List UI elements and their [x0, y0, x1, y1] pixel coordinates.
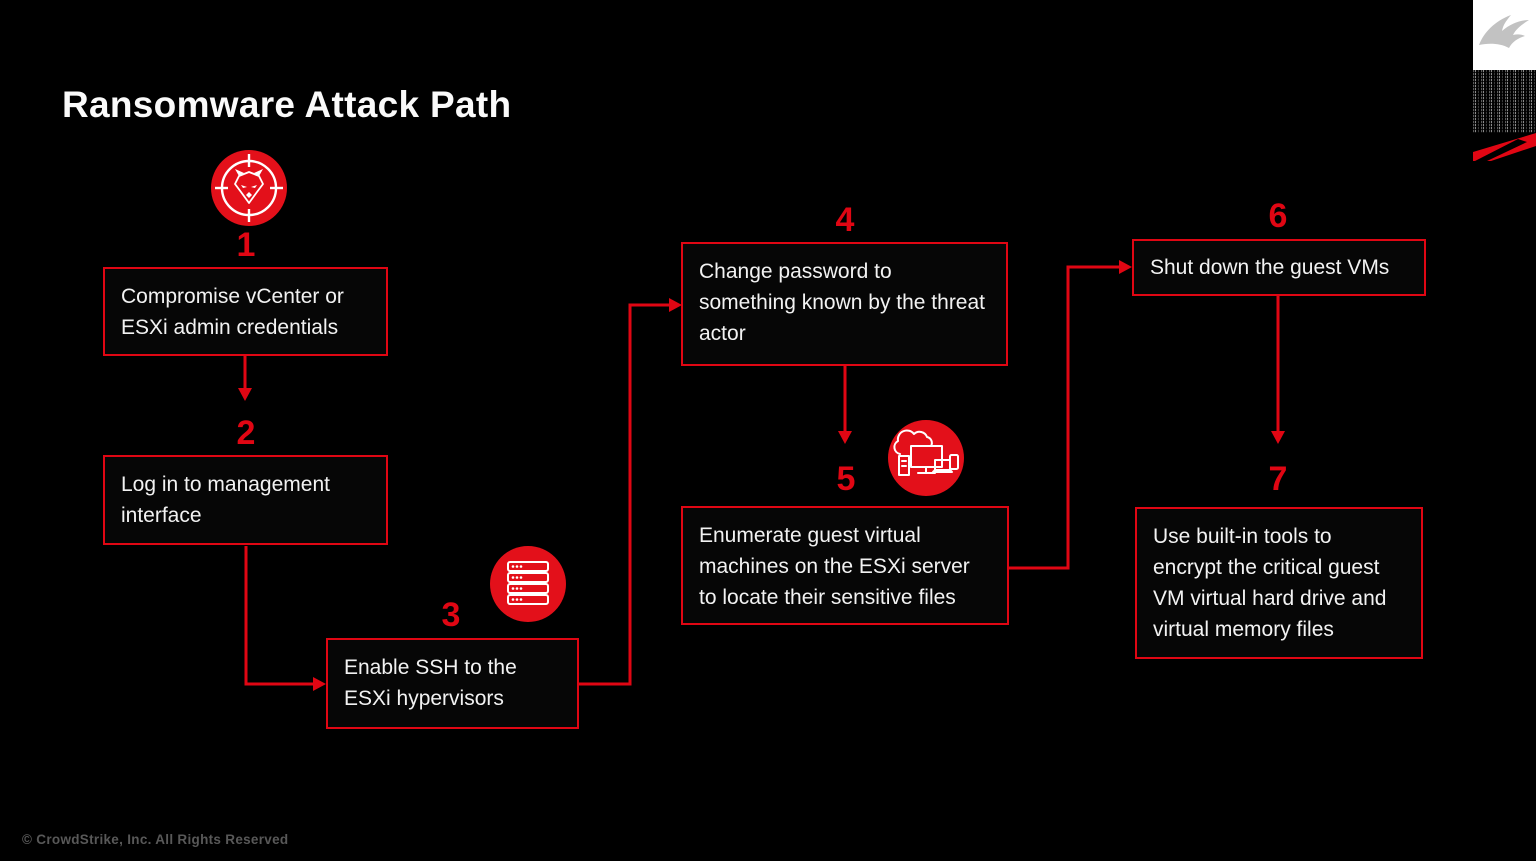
step-box-2: Log in to management interface: [103, 455, 388, 545]
copyright-footer: © CrowdStrike, Inc. All Rights Reserved: [22, 832, 289, 847]
red-slash-graphic: [1473, 133, 1536, 162]
step-number-2: 2: [236, 414, 256, 452]
adversary-target-icon: [211, 150, 287, 226]
step-box-7: Use built-in tools to encrypt the critic…: [1135, 507, 1423, 659]
page-title: Ransomware Attack Path: [62, 84, 512, 125]
connector-2-3: [244, 546, 314, 686]
step-number-3: 3: [441, 596, 461, 634]
crowdstrike-falcon-logo: [1473, 0, 1536, 70]
step-box-1: Compromise vCenter or ESXi admin credent…: [103, 267, 388, 356]
server-rack-icon: [490, 546, 566, 622]
arrowhead-5-6: [1119, 260, 1132, 274]
arrowhead-6-7: [1271, 431, 1285, 444]
arrowhead-2-3: [313, 677, 326, 691]
step-box-5: Enumerate guest virtual machines on the …: [681, 506, 1009, 625]
step-number-1: 1: [236, 226, 256, 264]
halftone-pattern: [1473, 70, 1536, 133]
step-box-4: Change password to something known by th…: [681, 242, 1008, 366]
step-number-5: 5: [836, 460, 856, 498]
step-box-3: Enable SSH to the ESXi hypervisors: [326, 638, 579, 729]
step-box-6: Shut down the guest VMs: [1132, 239, 1426, 296]
step-number-6: 6: [1268, 197, 1288, 235]
step-number-4: 4: [835, 201, 855, 239]
connector-5-6: [1009, 265, 1120, 570]
connector-3-4: [579, 303, 670, 686]
arrowhead-1-2: [238, 388, 252, 401]
brand-corner: [1473, 0, 1536, 162]
cloud-devices-icon: [888, 420, 964, 496]
arrowhead-4-5: [838, 431, 852, 444]
step-number-7: 7: [1268, 460, 1288, 498]
